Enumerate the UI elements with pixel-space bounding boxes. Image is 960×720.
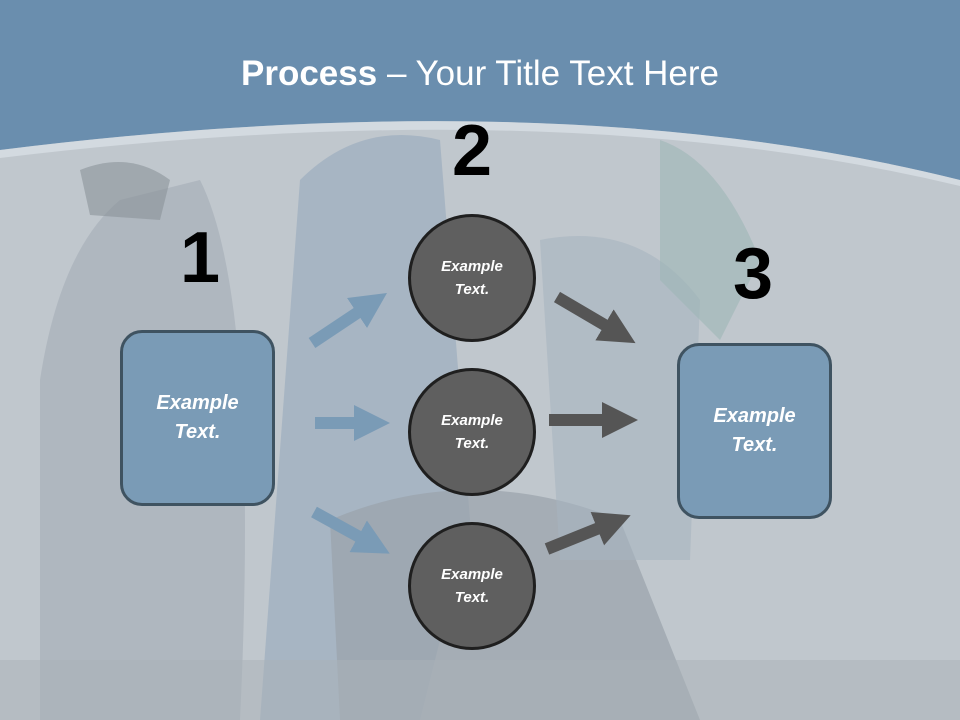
- circle-step-top: Example Text.: [408, 214, 536, 342]
- left-text-box: Example Text.: [120, 330, 275, 506]
- right-text-box: Example Text.: [677, 343, 832, 519]
- circle-step-bottom: Example Text.: [408, 522, 536, 650]
- arrow-box-to-circle-bottom: [311, 506, 390, 554]
- arrow-box-to-circle-top: [308, 293, 387, 348]
- left-box-label: Example Text.: [156, 392, 239, 443]
- arrow-circle-bottom-to-box: [544, 512, 631, 555]
- step-number-2: 2: [451, 111, 493, 191]
- circle-middle-label: Example Text.: [441, 412, 503, 452]
- circle-top-label: Example Text.: [441, 258, 503, 298]
- circle-bottom-label: Example Text.: [441, 566, 503, 606]
- arrow-circle-top-to-box: [553, 291, 636, 344]
- step-number-1: 1: [179, 218, 221, 298]
- circle-step-middle: Example Text.: [408, 368, 536, 496]
- step-number-3: 3: [732, 234, 774, 314]
- slide-title: Process – Your Title Text Here: [241, 54, 719, 93]
- right-box-label: Example Text.: [713, 405, 796, 456]
